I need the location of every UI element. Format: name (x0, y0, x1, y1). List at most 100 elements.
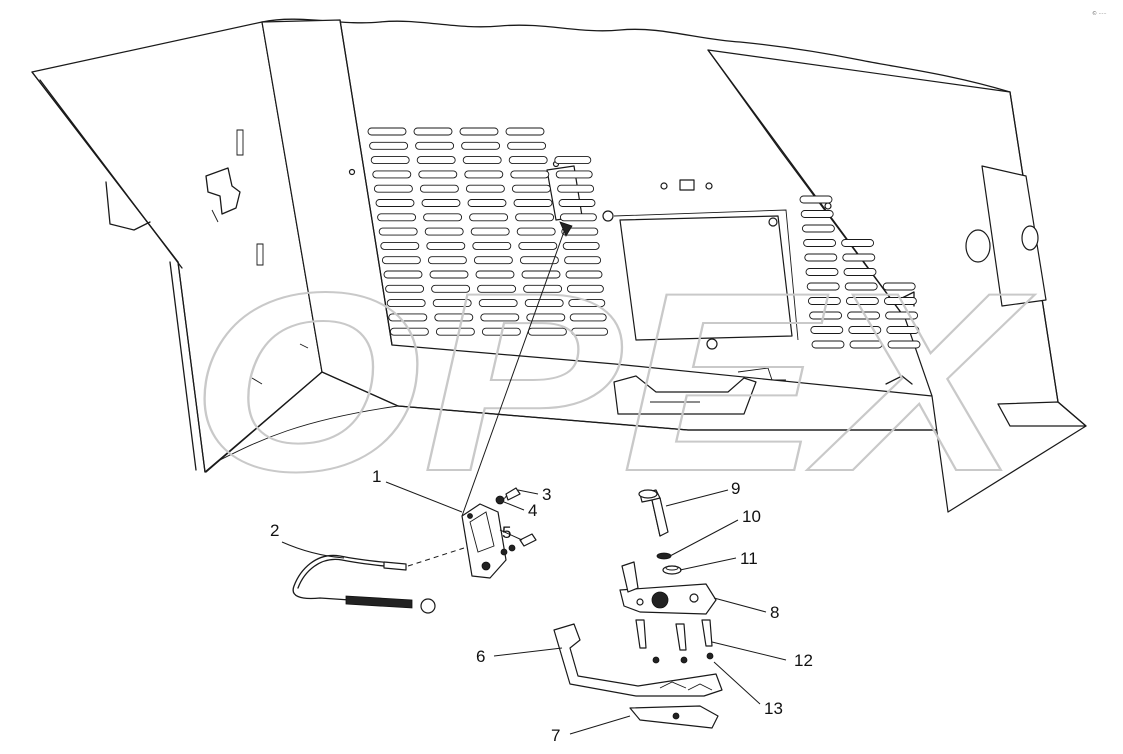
vent-slot (845, 297, 879, 305)
vent-slot (810, 326, 844, 334)
watermark-text: OPEX (190, 240, 1035, 525)
part-7-catch-plate (629, 705, 719, 729)
vent-slot (461, 141, 501, 150)
callout-labels: 1 2 3 4 5 6 7 8 9 10 11 12 13 (270, 467, 813, 745)
vent-slot (555, 170, 593, 179)
vent-slot (469, 213, 509, 222)
vent-slot (842, 253, 876, 262)
vent-slot (519, 256, 559, 265)
vent-slot (423, 213, 463, 222)
leader-lines (281, 481, 787, 735)
vent-slot (383, 270, 423, 279)
part-8-latch-mechanism (619, 561, 717, 615)
callout-13: 13 (764, 699, 783, 718)
vent-slot (564, 256, 602, 265)
vent-slot (508, 156, 548, 165)
vent-slot (805, 268, 839, 276)
part-12-bolts (635, 619, 713, 651)
vent-slot (804, 253, 838, 262)
vent-slot (419, 184, 459, 193)
vent-slot (806, 282, 840, 291)
vent-slot (480, 313, 520, 322)
vent-slot (526, 313, 566, 322)
vent-slot (844, 282, 878, 291)
vent-slot (566, 284, 604, 293)
vent-slot (367, 127, 407, 136)
vent-slot (883, 297, 917, 305)
vent-slot (849, 340, 883, 349)
vent-slot (377, 213, 417, 222)
vent-slot (388, 313, 428, 322)
part-6-lever-bracket (553, 623, 723, 697)
vent-slot (848, 326, 882, 334)
vent-slot (386, 299, 426, 308)
vent-slot (373, 184, 413, 193)
vent-slot (431, 284, 471, 293)
vent-slot (421, 199, 461, 207)
vent-slot (435, 327, 475, 336)
part-13-washers (652, 652, 714, 664)
vent-slot (569, 313, 607, 322)
vent-slot (427, 256, 467, 265)
vent-slot (887, 340, 921, 349)
corner-copyright-mark: © ····· (1092, 10, 1107, 17)
vent-slot (473, 256, 513, 265)
vent-slot (521, 270, 561, 279)
vent-slot (518, 241, 558, 250)
vent-slot (470, 227, 510, 236)
vent-slot (557, 184, 595, 193)
vent-slot (378, 227, 418, 236)
vent-slot (882, 282, 916, 291)
vent-slot (554, 156, 592, 165)
vent-slot (801, 224, 835, 233)
vent-slot (477, 284, 517, 293)
vent-slot (511, 184, 551, 193)
vent-slot (478, 299, 518, 308)
part-10-washer (656, 552, 672, 560)
callout-5: 5 (502, 523, 511, 542)
vent-slot (505, 127, 545, 136)
vent-slot (841, 239, 875, 247)
callout-4: 4 (528, 501, 537, 520)
vent-slot (558, 199, 596, 207)
vent-slot (507, 141, 547, 150)
vent-slot (370, 156, 410, 165)
callout-3: 3 (542, 485, 551, 504)
vent-slot (380, 241, 420, 250)
callout-9: 9 (731, 479, 740, 498)
vent-slot (811, 340, 845, 349)
vent-slot (465, 184, 505, 193)
vent-slot (424, 227, 464, 236)
vent-slot (429, 270, 469, 279)
vent-slot (510, 170, 550, 179)
vent-slot (515, 213, 555, 222)
vent-slot (375, 199, 415, 207)
vent-slot (568, 299, 606, 308)
vent-slot (462, 156, 502, 165)
vent-slot (562, 241, 600, 250)
part-9-pivot-pin (638, 489, 669, 537)
vent-slot (389, 327, 429, 336)
vent-slot (385, 284, 425, 293)
vent-slot (809, 311, 843, 320)
callout-2: 2 (270, 521, 279, 540)
vent-slot (381, 256, 421, 265)
vent-slot (481, 327, 521, 336)
part-1-latch-body (461, 503, 507, 579)
vent-slot (847, 311, 881, 320)
vent-slot (467, 199, 507, 207)
callout-6: 6 (476, 647, 485, 666)
vent-slot (803, 239, 837, 247)
vent-slot (418, 170, 458, 179)
part-2-release-cable (292, 547, 465, 614)
vent-slot (559, 213, 597, 222)
vent-slot (513, 199, 553, 207)
callout-10: 10 (742, 507, 761, 526)
hood-panel-assembly (31, 18, 1087, 513)
vent-slot (472, 241, 512, 250)
vent-slot (464, 170, 504, 179)
vent-slot (843, 268, 877, 276)
vent-slot (885, 311, 919, 320)
part-5-screw (500, 533, 537, 556)
